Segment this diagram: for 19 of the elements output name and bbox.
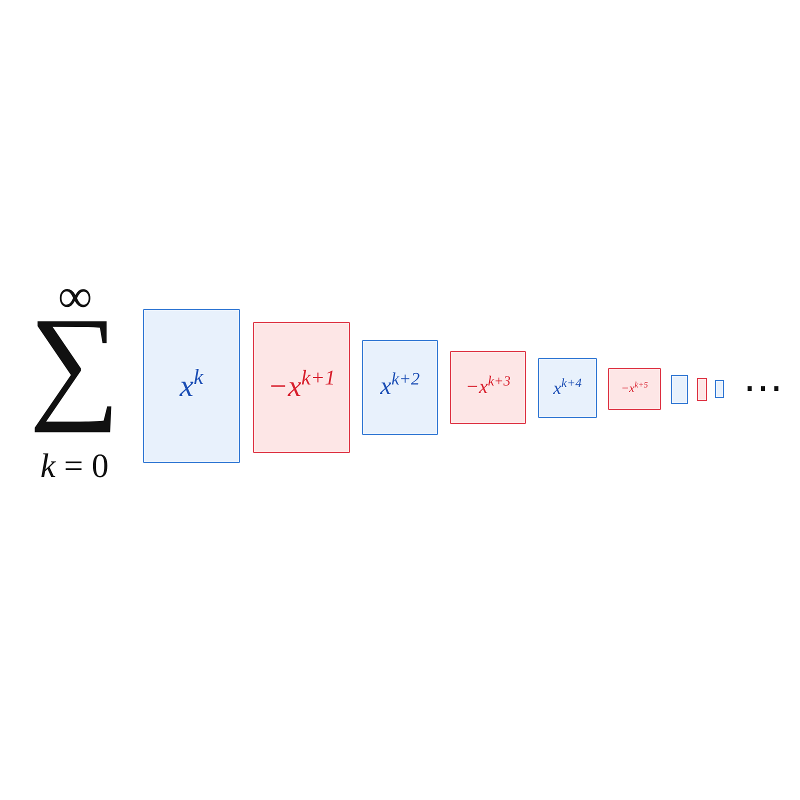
- math-term: −x$^{k+3}$: [465, 376, 511, 399]
- empty-term-box: [715, 380, 724, 398]
- math-term: x$^{k+4}$: [553, 378, 582, 398]
- empty-term-box: [697, 378, 707, 401]
- math-term: x$^{k+2}$: [380, 373, 420, 402]
- math-term: −x$^{k+5}$: [621, 382, 648, 396]
- term-box: [608, 368, 661, 410]
- lower-limit: k = 0: [39, 451, 110, 482]
- term-box: [362, 340, 438, 435]
- summation-sign: ∑: [28, 319, 122, 435]
- term-box: [538, 358, 597, 418]
- empty-term-box: [671, 375, 688, 404]
- ellipsis: ⋯: [742, 384, 784, 394]
- math-term: −x$^{k+1}$: [268, 370, 336, 405]
- term-box: [143, 309, 240, 463]
- math-term: x$^{k}$: [180, 368, 204, 404]
- term-box: [450, 351, 526, 424]
- upper-limit: ∞: [58, 286, 92, 310]
- term-box: [253, 322, 350, 453]
